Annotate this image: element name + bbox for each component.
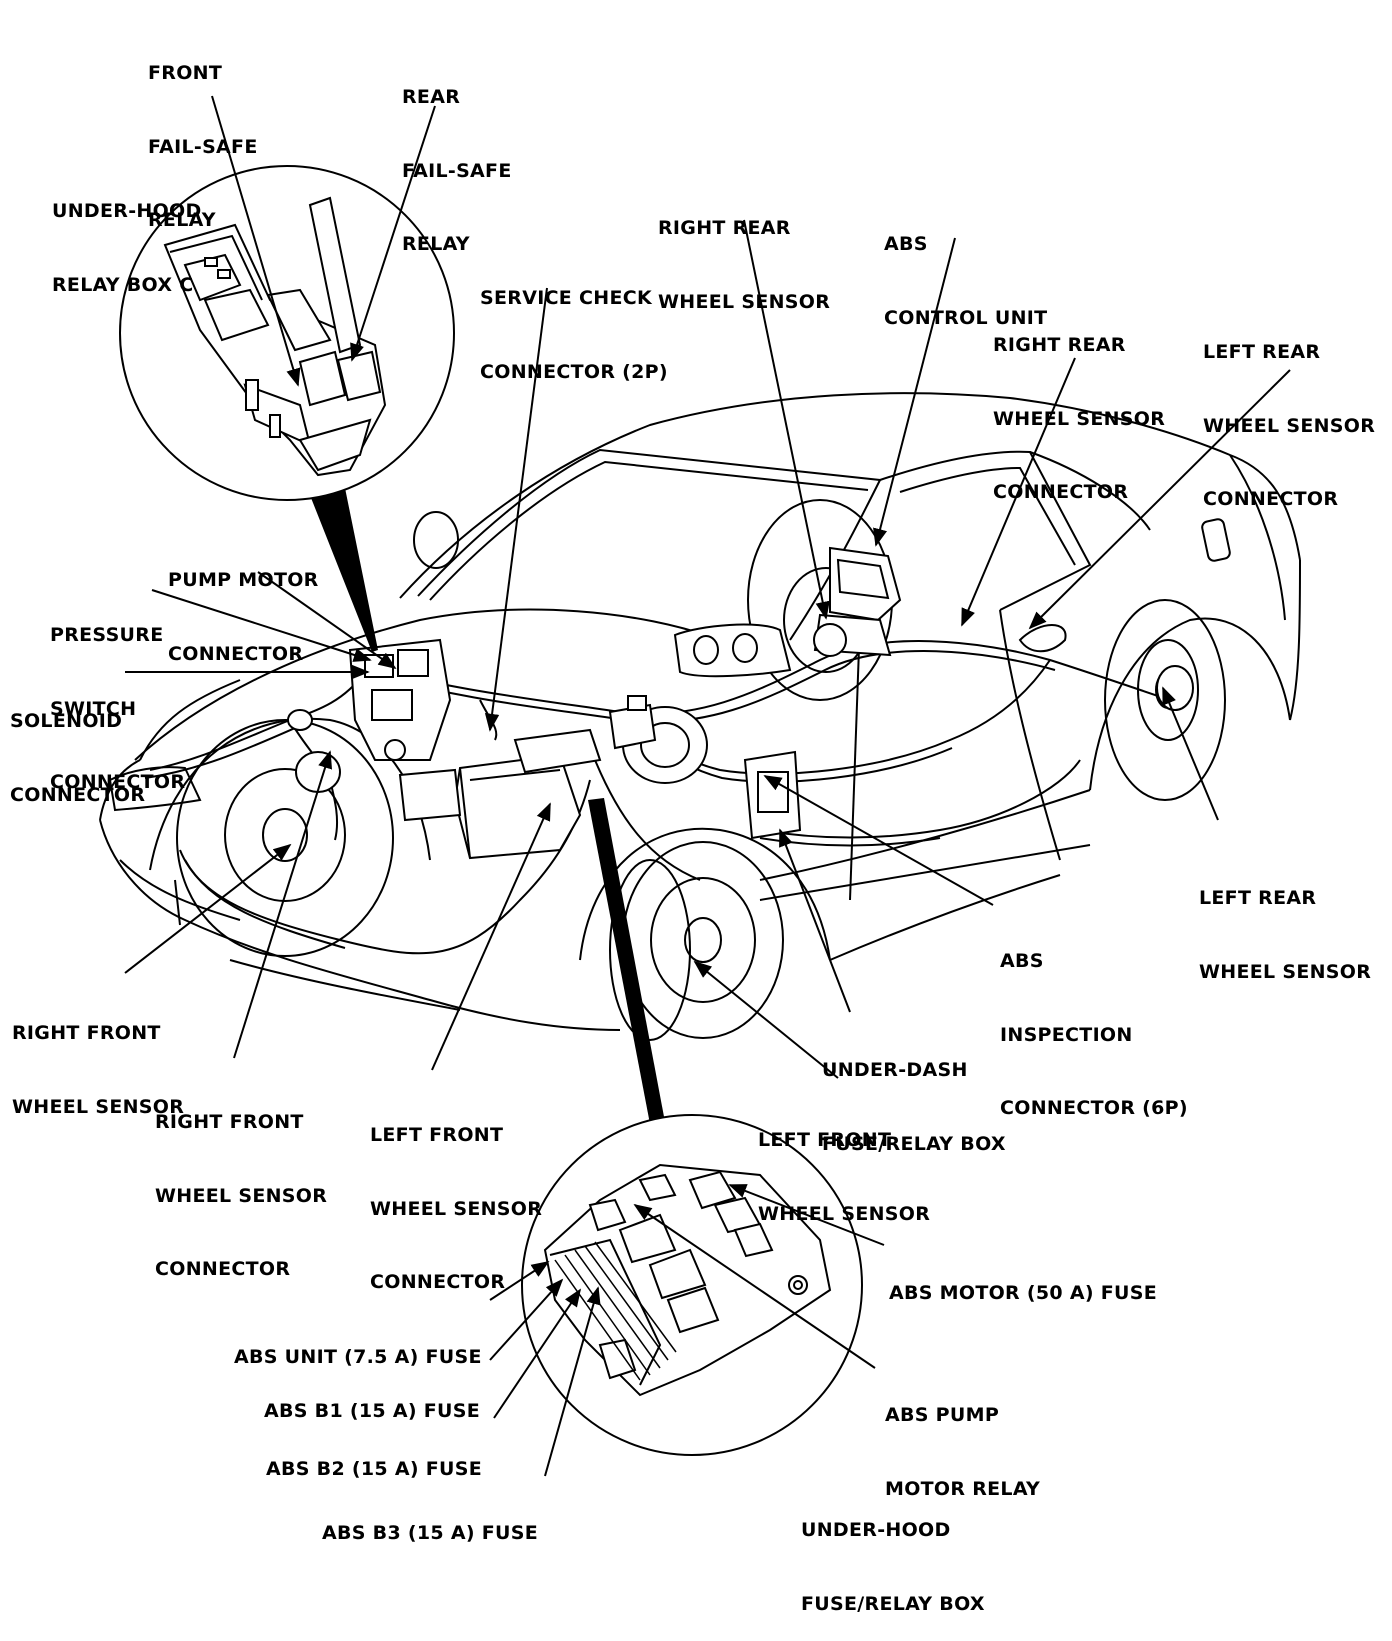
label-line: LEFT FRONT bbox=[758, 1129, 892, 1151]
label-line: UNDER-HOOD bbox=[801, 1519, 951, 1541]
label-under-hood-relay-box-c: UNDER-HOOD RELAY BOX C bbox=[52, 150, 202, 322]
label-abs-control-unit: ABS CONTROL UNIT bbox=[884, 183, 1047, 355]
fuse-relay-box-detail-circle bbox=[521, 798, 863, 1456]
label-pressure-switch-connector: PRESSURE SWITCH CONNECTOR bbox=[50, 574, 185, 819]
label-pump-motor-connector: PUMP MOTOR CONNECTOR bbox=[168, 519, 319, 691]
label-line: WHEEL SENSOR bbox=[370, 1197, 543, 1220]
label-left-front-wheel-sensor: LEFT FRONT WHEEL SENSOR bbox=[758, 1079, 930, 1251]
label-line: WHEEL SENSOR bbox=[758, 1202, 931, 1225]
label-line: RIGHT REAR bbox=[658, 217, 791, 239]
label-abs-b3-fuse: ABS B3 (15 A) FUSE bbox=[322, 1472, 538, 1570]
label-line: INSPECTION bbox=[1000, 1023, 1133, 1046]
label-right-rear-wheel-sensor-connector: RIGHT REAR WHEEL SENSOR CONNECTOR bbox=[993, 284, 1165, 529]
label-line: CONNECTOR bbox=[1203, 488, 1339, 510]
label-line: WHEEL SENSOR bbox=[155, 1184, 328, 1207]
label-line: MOTOR RELAY bbox=[885, 1477, 1041, 1500]
label-under-hood-fuse-relay-box: UNDER-HOOD FUSE/RELAY BOX bbox=[801, 1469, 985, 1641]
label-line: RELAY bbox=[402, 233, 470, 255]
leader-lines bbox=[124, 95, 1291, 1477]
label-abs-pump-motor-relay: ABS PUMP MOTOR RELAY bbox=[885, 1354, 1040, 1526]
label-line: ABS B3 (15 A) FUSE bbox=[322, 1522, 539, 1544]
label-line: RIGHT REAR bbox=[993, 334, 1126, 356]
label-line: UNDER-DASH bbox=[822, 1059, 968, 1081]
label-left-front-wheel-sensor-connector: LEFT FRONT WHEEL SENSOR CONNECTOR bbox=[370, 1074, 542, 1319]
label-line: LEFT REAR bbox=[1199, 887, 1317, 909]
engine-bay-components bbox=[287, 546, 1194, 860]
label-line: ABS bbox=[884, 233, 928, 255]
label-line: REAR bbox=[402, 86, 461, 108]
label-line: FAIL-SAFE bbox=[148, 135, 258, 158]
label-line: CONNECTOR bbox=[370, 1271, 506, 1293]
label-line: WHEEL SENSOR bbox=[993, 407, 1166, 430]
label-rear-fail-safe-relay: REAR FAIL-SAFE RELAY bbox=[402, 36, 512, 281]
label-line: SOLENOID bbox=[10, 710, 123, 732]
label-abs-b2-fuse: ABS B2 (15 A) FUSE bbox=[266, 1408, 482, 1506]
label-line: UNDER-HOOD bbox=[52, 200, 202, 222]
label-line: SERVICE CHECK bbox=[480, 287, 652, 309]
label-under-dash-fuse-relay-box: UNDER-DASH FUSE/RELAY BOX bbox=[822, 1009, 1006, 1181]
label-line: CONNECTOR (6P) bbox=[1000, 1097, 1188, 1119]
label-solenoid-connector: SOLENOID CONNECTOR bbox=[10, 660, 145, 832]
label-line: RIGHT FRONT bbox=[155, 1111, 304, 1133]
label-line: RELAY bbox=[148, 209, 216, 231]
label-line: RELAY BOX C bbox=[52, 273, 194, 296]
label-line: CONNECTOR bbox=[155, 1258, 291, 1280]
label-line: PUMP MOTOR bbox=[168, 569, 319, 591]
label-right-rear-wheel-sensor: RIGHT REAR WHEEL SENSOR bbox=[658, 167, 830, 339]
label-front-fail-safe-relay: FRONT FAIL-SAFE RELAY bbox=[148, 12, 258, 257]
relay-box-c-detail-circle bbox=[119, 165, 455, 652]
label-right-front-wheel-sensor-connector: RIGHT FRONT WHEEL SENSOR CONNECTOR bbox=[155, 1061, 327, 1306]
label-left-rear-wheel-sensor: LEFT REAR WHEEL SENSOR bbox=[1199, 837, 1371, 1009]
label-line: CONNECTOR (2P) bbox=[480, 360, 668, 383]
label-line: RIGHT FRONT bbox=[12, 1022, 161, 1044]
label-line: CONNECTOR bbox=[168, 642, 304, 665]
label-right-front-wheel-sensor: RIGHT FRONT WHEEL SENSOR bbox=[12, 972, 184, 1144]
label-abs-b1-fuse: ABS B1 (15 A) FUSE bbox=[264, 1350, 480, 1448]
abs-component-location-diagram bbox=[99, 95, 1301, 1477]
label-line: WHEEL SENSOR bbox=[658, 290, 831, 313]
label-line: FAIL-SAFE bbox=[402, 159, 512, 182]
label-line: LEFT FRONT bbox=[370, 1124, 504, 1146]
label-line: SWITCH bbox=[50, 697, 137, 720]
label-abs-inspection-connector: ABS INSPECTION CONNECTOR (6P) bbox=[1000, 900, 1188, 1145]
label-abs-motor-fuse: ABS MOTOR (50 A) FUSE bbox=[889, 1232, 1157, 1330]
label-line: CONTROL UNIT bbox=[884, 306, 1048, 329]
label-line: ABS MOTOR (50 A) FUSE bbox=[889, 1282, 1158, 1304]
label-line: CONNECTOR bbox=[50, 771, 186, 793]
label-line: ABS PUMP bbox=[885, 1404, 1000, 1426]
label-abs-unit-fuse: ABS UNIT (7.5 A) FUSE bbox=[234, 1296, 482, 1394]
label-line: WHEEL SENSOR bbox=[12, 1095, 185, 1118]
label-left-rear-wheel-sensor-connector: LEFT REAR WHEEL SENSOR CONNECTOR bbox=[1203, 291, 1375, 536]
label-line: CONNECTOR bbox=[993, 481, 1129, 503]
label-line: ABS UNIT (7.5 A) FUSE bbox=[234, 1346, 482, 1368]
label-line: WHEEL SENSOR bbox=[1203, 414, 1376, 437]
label-line: FUSE/RELAY BOX bbox=[822, 1132, 1006, 1155]
label-line: WHEEL SENSOR bbox=[1199, 960, 1372, 983]
label-line: FRONT bbox=[148, 62, 223, 84]
label-line: ABS bbox=[1000, 950, 1044, 972]
label-service-check-connector: SERVICE CHECK CONNECTOR (2P) bbox=[480, 237, 668, 409]
label-line: PRESSURE bbox=[50, 624, 164, 646]
label-line: LEFT REAR bbox=[1203, 341, 1321, 363]
label-line: CONNECTOR bbox=[10, 783, 146, 806]
label-line: FUSE/RELAY BOX bbox=[801, 1592, 985, 1615]
label-line: ABS B1 (15 A) FUSE bbox=[264, 1400, 481, 1422]
label-line: ABS B2 (15 A) FUSE bbox=[266, 1458, 483, 1480]
car-body bbox=[99, 392, 1301, 1031]
